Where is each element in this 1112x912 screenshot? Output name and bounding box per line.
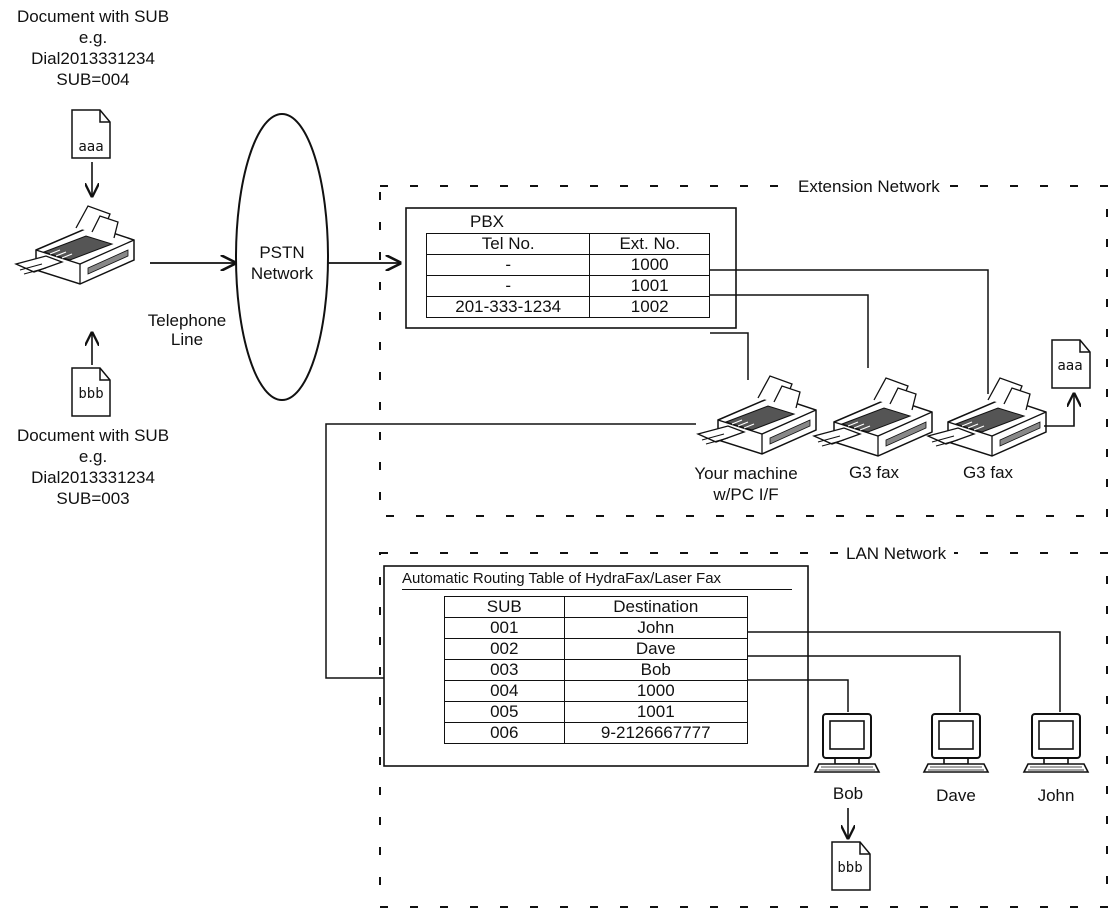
pbx-cell: 1001 (589, 275, 710, 297)
extension-network-frame (379, 185, 1108, 517)
telephone-line-label: Telephone Line (132, 311, 242, 349)
routing-header-destination: Destination (563, 596, 748, 618)
received-bbb-text: bbb (837, 860, 863, 876)
received-aaa-text: aaa (1057, 358, 1083, 374)
dave-label: Dave (936, 786, 976, 805)
routing-header-sub: SUB (444, 596, 565, 618)
caption-line: SUB=004 (56, 70, 130, 89)
pbx-header-ext: Ext. No. (589, 233, 710, 255)
sender-fax-machine (15, 205, 135, 285)
routing-cell: 001 (444, 617, 565, 639)
table-row: 003 Bob (444, 659, 748, 681)
bottom-document-caption: Document with SUB e.g. Dial2013331234 SU… (0, 425, 186, 509)
dave-computer-icon (923, 713, 989, 773)
pbx-cell: 201-333-1234 (425, 296, 591, 318)
table-row: - 1000 (425, 254, 710, 276)
label-line: Network (250, 264, 314, 283)
route-john-wire (748, 631, 1061, 712)
bob-label: Bob (832, 784, 864, 803)
your-machine-label: Your machine w/PC I/F (676, 463, 816, 505)
g3-fax-2-icon (927, 377, 1047, 457)
table-row: 002 Dave (444, 638, 748, 660)
caption-line: SUB=003 (56, 489, 130, 508)
routing-cell: Dave (563, 638, 748, 660)
caption-line: Dial2013331234 (31, 49, 155, 68)
routing-cell: 004 (444, 680, 565, 702)
label-line: Line (170, 330, 204, 349)
pbx-table: Tel No. Ext. No. - 1000 - 1001 201-333-1… (425, 233, 710, 318)
routing-cell: 1001 (563, 701, 748, 723)
john-computer-icon (1023, 713, 1089, 773)
table-row: 005 1001 (444, 701, 748, 723)
lan-network-frame (379, 552, 1108, 908)
label-line: PSTN (259, 243, 305, 262)
pbx-cell: - (425, 275, 591, 297)
table-row: - 1001 (425, 275, 710, 297)
lan-network-title: LAN Network (838, 544, 955, 564)
routing-table-title: Automatic Routing Table of HydraFax/Lase… (402, 569, 792, 590)
route-dave-wire (748, 655, 961, 712)
g3-to-doc-arrow (1044, 394, 1074, 427)
top-document-text: aaa (78, 139, 104, 155)
pstn-label: PSTN Network (236, 242, 328, 284)
table-row: 201-333-1234 1002 (425, 296, 710, 318)
routing-table: SUB Destination 001 John 002 Dave 003 Bo… (444, 596, 748, 744)
routing-cell: 9-2126667777 (563, 722, 748, 744)
routing-cell: 003 (444, 659, 565, 681)
g3-fax-1-label: G3 fax (848, 463, 900, 482)
table-row: 006 9-2126667777 (444, 722, 748, 744)
bottom-document-text: bbb (78, 386, 104, 402)
routing-cell: 002 (444, 638, 565, 660)
caption-line: Dial2013331234 (31, 468, 155, 487)
routing-cell: Bob (563, 659, 748, 681)
table-row: 004 1000 (444, 680, 748, 702)
pbx-header-tel: Tel No. (425, 233, 591, 255)
ext-1000-wire (710, 269, 989, 394)
table-row: 001 John (444, 617, 748, 639)
caption-line: Document with SUB (16, 426, 170, 445)
pbx-header-row: Tel No. Ext. No. (425, 233, 710, 255)
routing-cell: 1000 (563, 680, 748, 702)
ext-1002-wire (710, 332, 749, 380)
route-bob-wire (748, 679, 849, 712)
routing-cell: 006 (444, 722, 565, 744)
g3-fax-2-label: G3 fax (962, 463, 1014, 482)
top-document-caption: Document with SUB e.g. Dial2013331234 SU… (0, 6, 186, 90)
caption-line: Document with SUB (16, 7, 170, 26)
pbx-cell: - (425, 254, 591, 276)
pbx-title: PBX (470, 212, 505, 231)
routing-cell: John (563, 617, 748, 639)
g3-fax-1-icon (813, 377, 933, 457)
label-line: Telephone (147, 311, 227, 330)
caption-line: e.g. (78, 28, 108, 47)
routing-header-row: SUB Destination (444, 596, 748, 618)
caption-line: e.g. (78, 447, 108, 466)
pbx-cell: 1000 (589, 254, 710, 276)
ext-1001-wire (710, 294, 869, 368)
john-label: John (1037, 786, 1075, 805)
your-machine-icon (697, 375, 817, 455)
pbx-cell: 1002 (589, 296, 710, 318)
extension-network-title: Extension Network (790, 177, 948, 197)
label-line: Your machine (694, 464, 798, 483)
label-line: w/PC I/F (713, 485, 779, 504)
routing-cell: 005 (444, 701, 565, 723)
bob-computer-icon (814, 713, 880, 773)
